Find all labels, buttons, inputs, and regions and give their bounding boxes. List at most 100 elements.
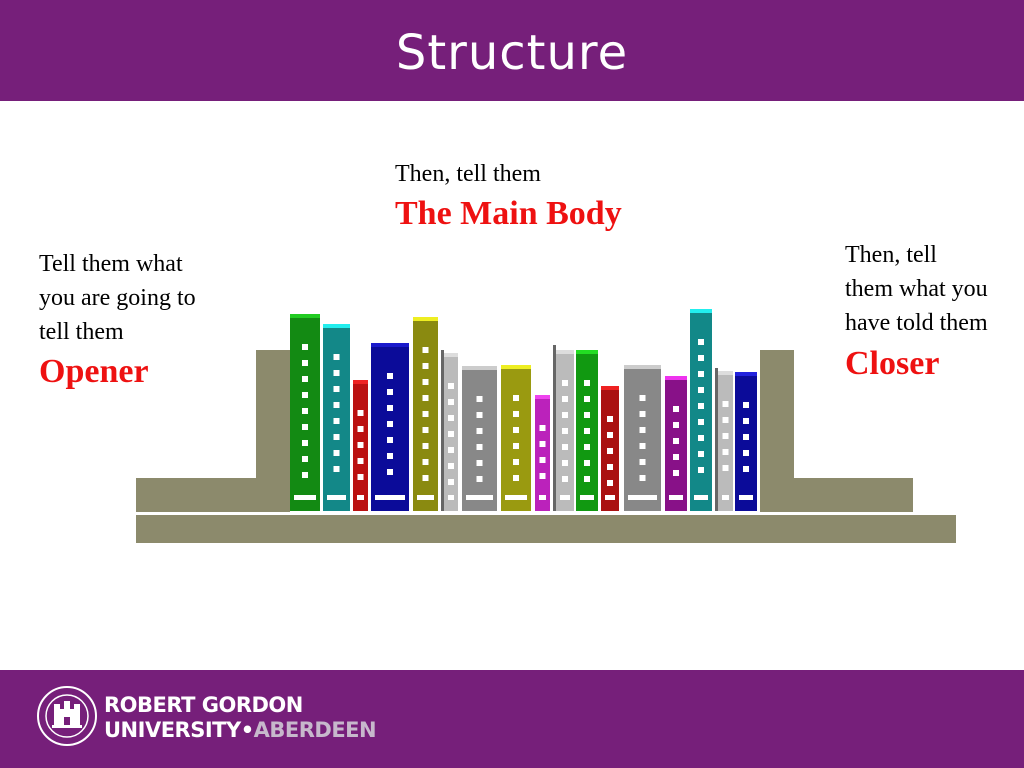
- book-spine-pattern: [722, 417, 729, 423]
- book-spine-pattern: [422, 363, 429, 369]
- book-spine-band: [739, 495, 753, 500]
- book-spine-band: [448, 495, 454, 500]
- right-bookend-upright: [760, 350, 794, 512]
- book-spine-pattern: [698, 419, 704, 425]
- main-body-label: The Main Body: [395, 195, 622, 232]
- university-crest-icon: [37, 686, 97, 746]
- book-spine-pattern: [422, 475, 429, 481]
- book-top: [624, 365, 661, 369]
- book-spine-pattern: [387, 389, 393, 395]
- book-divider: [715, 368, 718, 511]
- footer-bar: [0, 670, 1024, 768]
- book-spine-pattern: [357, 474, 364, 480]
- book-spine-band: [722, 495, 729, 500]
- book-spine-pattern: [448, 479, 454, 485]
- closer-text: Then, tell them what you have told them: [845, 238, 988, 340]
- book-spine-band: [294, 495, 316, 500]
- book-top: [718, 371, 733, 375]
- book-top: [413, 317, 438, 321]
- book-spine-pattern: [584, 460, 590, 466]
- book-spine: [535, 395, 550, 511]
- book-spine-pattern: [607, 480, 613, 486]
- book-spine-pattern: [513, 459, 519, 465]
- book-spine-pattern: [357, 426, 364, 432]
- book-spine-pattern: [333, 370, 340, 376]
- book-spine-pattern: [562, 396, 568, 402]
- book-spine-pattern: [539, 473, 546, 479]
- logo-university: UNIVERSITY: [104, 718, 241, 742]
- shelf-board: [136, 515, 956, 543]
- book-top: [371, 343, 409, 347]
- book-spine-band: [539, 495, 546, 500]
- book-spine-pattern: [539, 441, 546, 447]
- book-spine-pattern: [513, 395, 519, 401]
- book-spine-pattern: [476, 412, 483, 418]
- book-spine: [624, 365, 661, 511]
- book-spine-pattern: [422, 427, 429, 433]
- book-spine-pattern: [333, 386, 340, 392]
- book-spine: [690, 309, 712, 511]
- book-spine: [323, 324, 350, 511]
- book-top: [290, 314, 320, 318]
- book-spine-band: [669, 495, 683, 500]
- book-spine-pattern: [387, 453, 393, 459]
- book-spine-pattern: [302, 424, 308, 430]
- book-top: [576, 350, 598, 354]
- book-spine: [735, 372, 757, 511]
- book-spine-pattern: [333, 418, 340, 424]
- book-divider: [441, 350, 444, 511]
- book-spine: [462, 366, 497, 511]
- book-spine-pattern: [562, 444, 568, 450]
- book-spine-pattern: [422, 411, 429, 417]
- book-top: [353, 380, 368, 384]
- logo-line-2: UNIVERSITY•ABERDEEN: [104, 718, 377, 742]
- book-spine-pattern: [387, 437, 393, 443]
- book-spine-pattern: [743, 434, 749, 440]
- book-spine-pattern: [302, 440, 308, 446]
- book-spine-pattern: [673, 406, 679, 412]
- book-spine-band: [628, 495, 657, 500]
- book-spine-pattern: [607, 432, 613, 438]
- book-spine-pattern: [639, 427, 646, 433]
- book-spine-pattern: [698, 435, 704, 441]
- book-spine-pattern: [302, 392, 308, 398]
- book-spine-pattern: [722, 433, 729, 439]
- book-spine-pattern: [584, 444, 590, 450]
- book-spine-pattern: [584, 476, 590, 482]
- slide-title: Structure: [395, 25, 629, 81]
- logo-line-1: ROBERT GORDON: [104, 693, 303, 717]
- book-spine-pattern: [743, 402, 749, 408]
- book-spine-pattern: [513, 411, 519, 417]
- book-spine-pattern: [333, 450, 340, 456]
- book-spine-pattern: [584, 380, 590, 386]
- book-spine-pattern: [673, 422, 679, 428]
- book-top: [690, 309, 712, 313]
- book-spine-pattern: [584, 412, 590, 418]
- book-spine-pattern: [422, 347, 429, 353]
- book-spine-pattern: [562, 428, 568, 434]
- book-spine-pattern: [722, 401, 729, 407]
- book-spine-pattern: [357, 410, 364, 416]
- book-spine-pattern: [698, 355, 704, 361]
- book-spine-pattern: [673, 454, 679, 460]
- opener-line-1: Tell them what: [39, 251, 183, 277]
- left-bookend-upright: [256, 350, 290, 512]
- book-spine-pattern: [562, 460, 568, 466]
- book-spine-pattern: [422, 395, 429, 401]
- book-spine-pattern: [476, 396, 483, 402]
- book-spine-pattern: [387, 421, 393, 427]
- book-spine-pattern: [698, 387, 704, 393]
- book-spine-pattern: [333, 434, 340, 440]
- book-spine: [718, 371, 733, 511]
- university-logo: ROBERT GORDON UNIVERSITY•ABERDEEN: [36, 685, 377, 749]
- book-spine-pattern: [698, 371, 704, 377]
- opener-text: Tell them what you are going to tell the…: [39, 247, 196, 349]
- book-spine-pattern: [448, 463, 454, 469]
- book-spine-pattern: [387, 373, 393, 379]
- book-spine-pattern: [743, 418, 749, 424]
- book-spine-pattern: [639, 475, 646, 481]
- book-spine-pattern: [422, 379, 429, 385]
- book-spine-pattern: [607, 464, 613, 470]
- book-spine-band: [694, 495, 708, 500]
- book-spine-pattern: [387, 469, 393, 475]
